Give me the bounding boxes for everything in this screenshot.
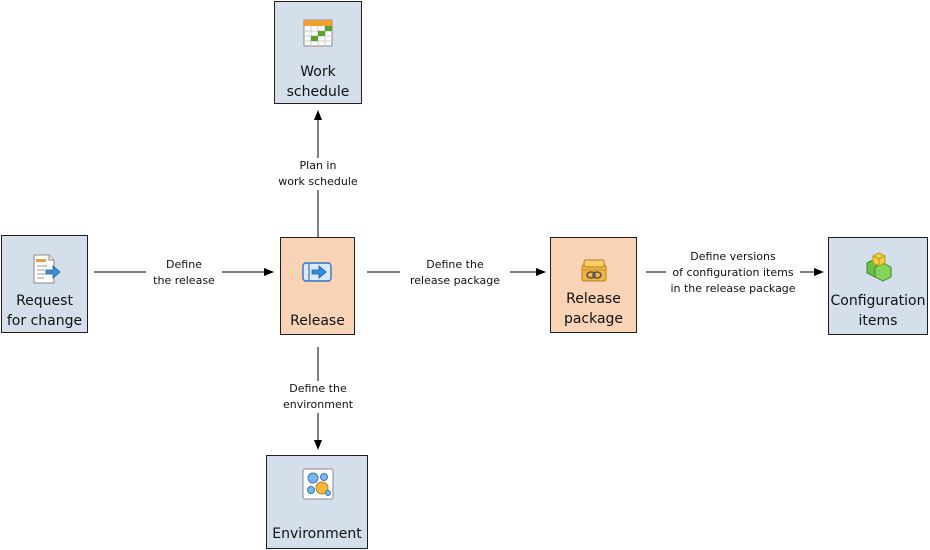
edge-label-define-the-environment: Define the environment	[277, 381, 359, 413]
node-label-line: for change	[6, 313, 83, 329]
calendar-icon	[302, 17, 334, 49]
circles-icon	[302, 468, 334, 500]
edge-label-line: the release	[153, 274, 215, 287]
node-label-line: Release	[566, 291, 621, 307]
edge-label-define-the-release: Define the release	[146, 257, 222, 289]
edge-label-line: in the release package	[670, 282, 796, 295]
configuration-items-node[interactable]: Configuration items	[828, 237, 928, 335]
release-node[interactable]: Release	[280, 237, 355, 335]
document-arrow-icon	[29, 253, 61, 285]
edge-label-define-versions: Define versions of configuration items i…	[666, 249, 800, 297]
node-label-line: Request	[16, 293, 73, 309]
green-cubes-icon	[863, 251, 895, 283]
edge-label-line: release package	[409, 274, 501, 287]
node-label-line: schedule	[286, 84, 350, 100]
request-for-change-node[interactable]: Request for change	[1, 235, 88, 333]
edge-label-line: Define the	[426, 258, 484, 271]
edge-label-line: environment	[282, 398, 354, 411]
node-label-line: package	[563, 311, 624, 327]
release-arrow-icon	[301, 256, 333, 288]
node-label-line: Release	[290, 313, 345, 329]
edge-label-line: Plan in	[299, 159, 337, 172]
edge-label-line: Define versions	[690, 250, 776, 263]
edge-label-line: Define	[166, 258, 202, 271]
edge-label-line: work schedule	[278, 175, 358, 188]
edge-label-plan-in-work-schedule: Plan in work schedule	[272, 158, 364, 190]
work-schedule-node[interactable]: Work schedule	[274, 1, 362, 104]
package-link-icon	[578, 255, 610, 287]
node-label-line: Environment	[272, 526, 362, 542]
node-label-line: Configuration	[830, 293, 926, 309]
edge-label-define-the-release-package: Define the release package	[400, 257, 510, 289]
edge-label-line: of configuration items	[672, 266, 794, 279]
environment-node[interactable]: Environment	[266, 455, 368, 549]
node-label-line: items	[858, 313, 898, 329]
release-package-node[interactable]: Release package	[550, 237, 637, 333]
node-label-line: Work	[300, 64, 336, 80]
edge-label-line: Define the	[289, 382, 347, 395]
